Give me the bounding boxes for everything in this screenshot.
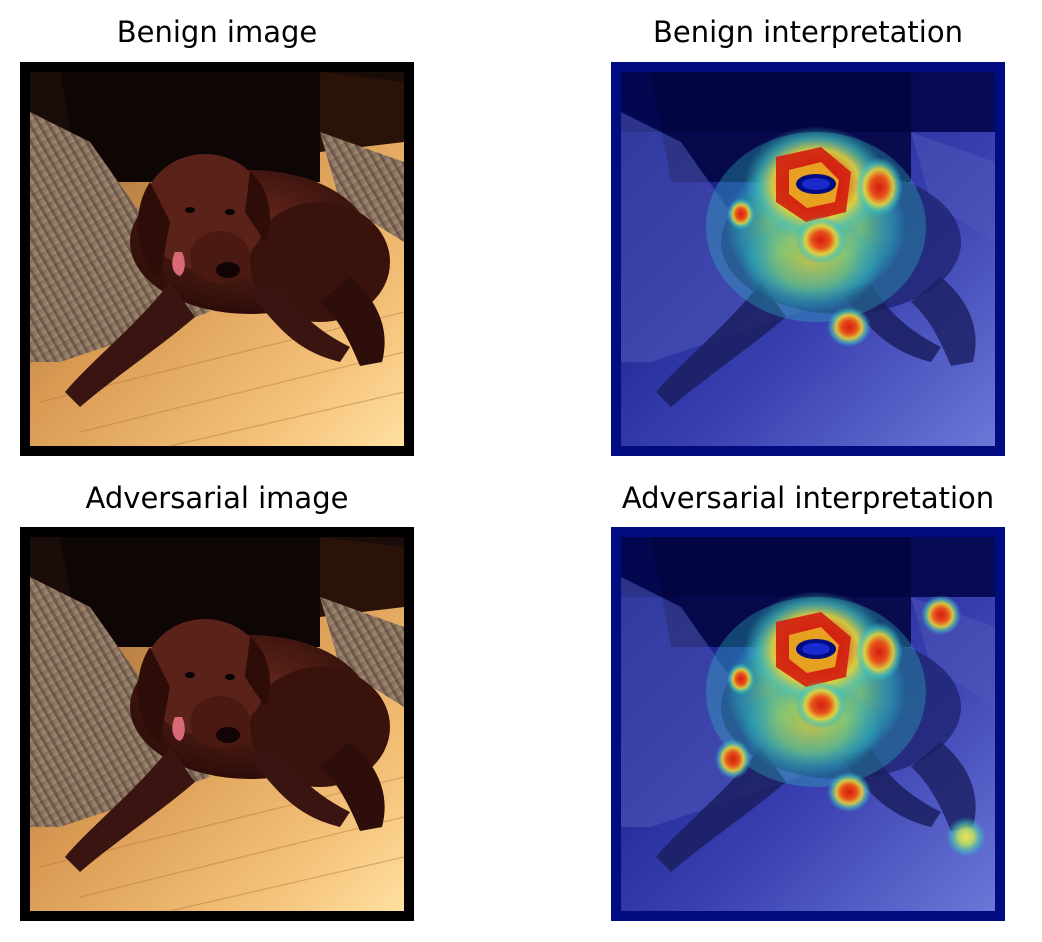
- panel-title-benign-interpretation: Benign interpretation: [653, 15, 963, 49]
- hotspot-top-right-spot: [921, 595, 961, 635]
- panel-title-adversarial-image: Adversarial image: [85, 481, 349, 515]
- hotspot-head-right: [855, 622, 903, 682]
- hotspot-head-left: [727, 198, 755, 230]
- adversarial-dog-photo: [20, 527, 414, 921]
- hotspot-chest: [795, 216, 847, 264]
- hotspot-paw: [827, 307, 871, 347]
- hotspot-paw: [827, 772, 871, 812]
- adversarial-image-panel: [20, 527, 414, 921]
- hotspot-bottom-right-spot: [946, 817, 986, 857]
- hotspot-head-left: [727, 663, 755, 695]
- adversarial-heatmap: [611, 527, 1005, 921]
- benign-dog-photo: [20, 62, 414, 456]
- panel-title-adversarial-interpretation: Adversarial interpretation: [621, 481, 995, 515]
- panel-title-benign-image: Benign image: [116, 15, 318, 49]
- adversarial-interpretation-panel: [611, 527, 1005, 921]
- hotspot-left-spot: [715, 739, 751, 779]
- benign-interpretation-panel: [611, 62, 1005, 456]
- benign-image-panel: [20, 62, 414, 456]
- benign-heatmap: [611, 62, 1005, 456]
- hotspot-chest: [795, 681, 847, 729]
- hotspot-head-right: [855, 157, 903, 217]
